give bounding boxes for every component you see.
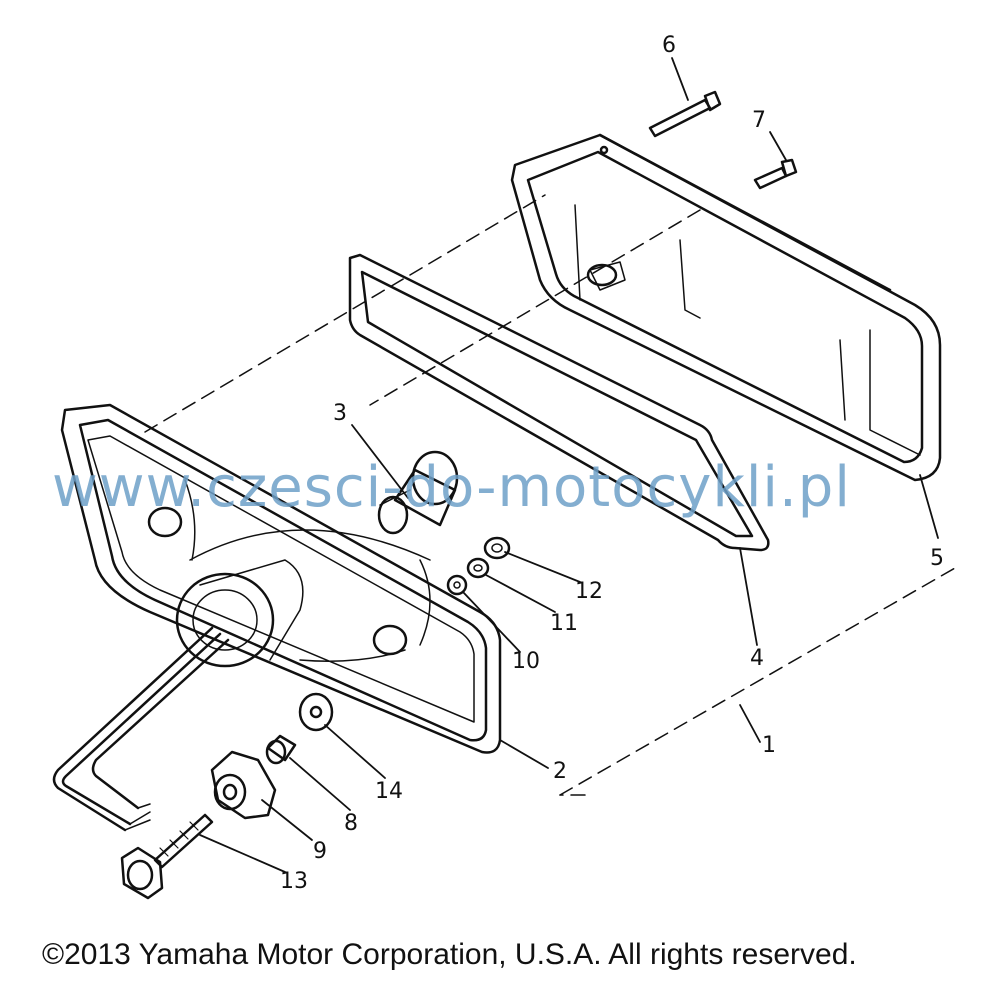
callout-labels: 1 2 3 4 5 6 7 8 9 10 11 12 13 14 [280, 33, 944, 894]
copyright-notice: ©2013 Yamaha Motor Corporation, U.S.A. A… [42, 938, 857, 971]
leader-lines [199, 57, 939, 873]
callout-13: 13 [280, 869, 308, 894]
part-washer-10 [446, 574, 468, 596]
part-lamp-body [60, 403, 502, 754]
part-wiring-harness [52, 626, 230, 832]
part-screw-7 [753, 158, 798, 190]
callout-4: 4 [750, 646, 764, 671]
callout-1: 1 [762, 733, 776, 758]
part-housing [510, 133, 942, 482]
part-bolt-13 [120, 813, 214, 900]
part-nut-12 [483, 536, 511, 560]
watermark-text: www.czesci-do-motocykli.pl [52, 455, 851, 520]
part-grommet-14 [298, 692, 334, 732]
callout-8: 8 [344, 811, 358, 836]
callout-5: 5 [930, 546, 944, 571]
callout-2: 2 [553, 759, 567, 784]
callout-12: 12 [575, 579, 603, 604]
part-screw-6 [648, 90, 722, 138]
callout-11: 11 [550, 611, 578, 636]
callout-10: 10 [512, 649, 540, 674]
callout-9: 9 [313, 839, 327, 864]
callout-7: 7 [752, 108, 766, 133]
part-bulb [377, 450, 459, 535]
part-damper-9 [210, 750, 277, 820]
part-washer-11 [466, 557, 490, 579]
part-gasket [348, 253, 770, 552]
part-collar-8 [265, 734, 297, 765]
callout-3: 3 [333, 401, 347, 426]
callout-6: 6 [662, 33, 676, 58]
callout-14: 14 [375, 779, 403, 804]
